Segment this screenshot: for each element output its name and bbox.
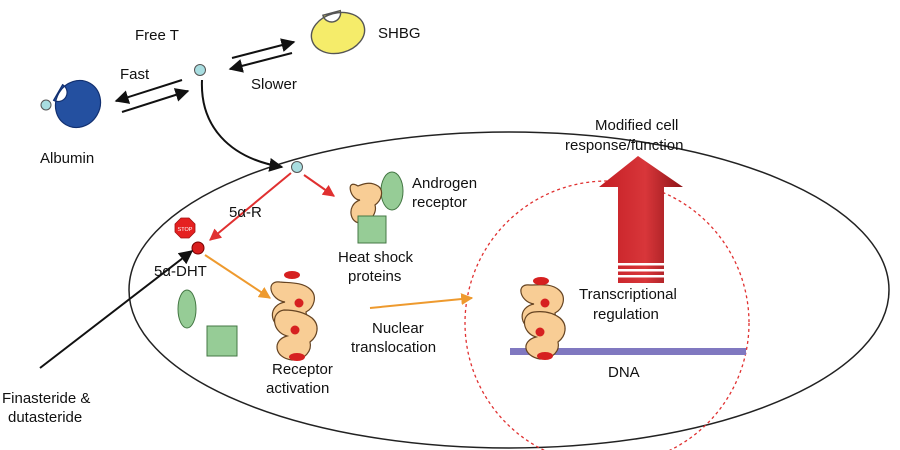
heat-shock-label-line2: proteins (348, 268, 401, 285)
dissociated-hsp-ellipse (177, 289, 197, 329)
transcriptional-label-line1: Transcriptional (579, 286, 677, 303)
transcription-output-arrow (599, 156, 683, 283)
5a-reductase-label: 5α-R (229, 204, 262, 221)
dht-molecule (191, 241, 205, 255)
heat-shock-label-line1: Heat shock (338, 249, 414, 266)
fast-label: Fast (120, 66, 150, 83)
nuclear-translocation-line1: Nuclear (372, 320, 424, 337)
arrow-t-to-androgen-receptor (303, 174, 335, 197)
stop-sign-icon (174, 217, 196, 239)
arrow-finasteride-inhibition (39, 250, 194, 369)
free-t-label: Free T (135, 27, 179, 44)
dna-label: DNA (608, 364, 640, 381)
arrow-nuclear-translocation (369, 293, 474, 309)
activated-receptor-dimer (270, 271, 318, 361)
albumin-label: Albumin (40, 150, 94, 167)
arrow-shbg-to-free-t (228, 52, 293, 73)
arrow-free-t-to-albumin (114, 79, 183, 104)
free-testosterone-molecule (194, 64, 206, 76)
nuclear-translocation-line2: translocation (351, 339, 436, 356)
intracellular-testosterone (291, 161, 303, 173)
arrow-t-to-5a-reductase (209, 172, 292, 241)
arrow-free-t-into-cell (200, 79, 284, 172)
albumin-bound-testosterone (40, 99, 52, 111)
dissociated-hsp-square (206, 325, 238, 357)
dna-strand (510, 348, 746, 355)
slower-label: Slower (251, 76, 297, 93)
androgen-label-line2: receptor (412, 194, 467, 211)
receptor-activation-line2: activation (266, 380, 329, 397)
albumin-protein (52, 79, 102, 129)
finasteride-label-line2: dutasteride (8, 409, 82, 426)
androgen-receptor-shape (349, 182, 383, 224)
5a-dht-label: 5α-DHT (154, 263, 207, 280)
heat-shock-protein-ellipse (380, 171, 404, 211)
shbg-protein (310, 9, 366, 55)
finasteride-label-line1: Finasteride & (2, 390, 90, 407)
arrow-free-t-to-shbg (231, 38, 296, 59)
receptor-activation-line1: Receptor (272, 361, 333, 378)
androgen-label-line1: Androgen (412, 175, 477, 192)
stop-sign-label: STOP (178, 227, 193, 233)
modified-label-line1: Modified cell (595, 117, 678, 134)
arrow-albumin-to-free-t (121, 88, 190, 113)
dna-bound-receptor-dimer (520, 277, 566, 360)
heat-shock-protein-square (357, 215, 387, 244)
androgen-receptor-complex (349, 171, 404, 244)
arrow-dht-to-receptor (204, 254, 272, 299)
shbg-label: SHBG (378, 25, 421, 42)
cell-membrane (128, 131, 890, 449)
transcriptional-label-line2: regulation (593, 306, 659, 323)
modified-label-line2: response/function (565, 137, 683, 154)
